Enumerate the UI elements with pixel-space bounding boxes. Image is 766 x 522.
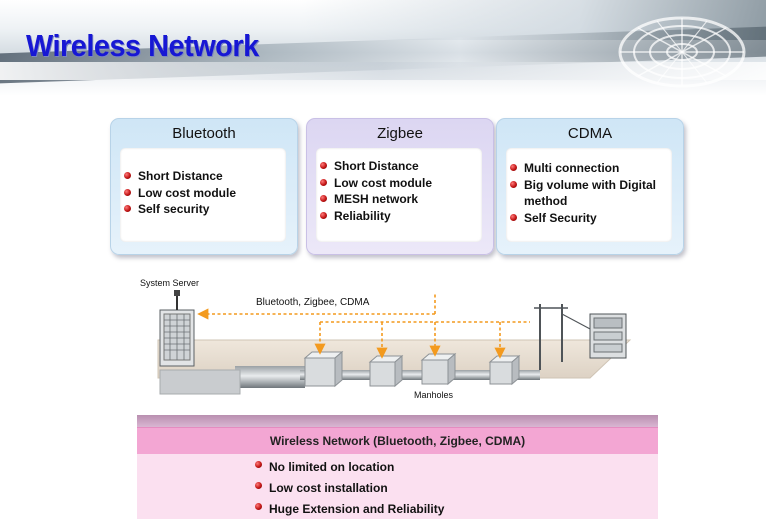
zigbee-title: Zigbee: [377, 125, 423, 142]
zigbee-box: Zigbee Short Distance Low cost module ME…: [306, 118, 494, 255]
manholes-label: Manholes: [414, 390, 454, 400]
feature-item: Big volume with Digital method: [506, 177, 672, 210]
bluetooth-features-panel: Short Distance Low cost module Self secu…: [120, 148, 286, 242]
control-panel-icon: [589, 313, 627, 359]
underground-pipe: [300, 370, 540, 380]
header-banner: Wireless Network: [0, 0, 766, 96]
server-icon: [159, 290, 195, 367]
feature-item: Multi connection: [506, 160, 672, 177]
underground-pipe: [235, 366, 305, 388]
summary-body: No limited on location Low cost installa…: [137, 454, 658, 519]
feature-item: Short Distance: [316, 158, 482, 175]
cdma-feature-list: Multi connection Big volume with Digital…: [506, 160, 672, 226]
feature-item: Low cost module: [120, 185, 286, 202]
manhole-3-icon: [420, 352, 457, 386]
feature-item: MESH network: [316, 191, 482, 208]
summary-header: Wireless Network (Bluetooth, Zigbee, CDM…: [137, 427, 658, 455]
manhole-2-icon: [368, 354, 404, 388]
summary-list: No limited on location Low cost installa…: [251, 457, 444, 520]
cdma-box: CDMA Multi connection Big volume with Di…: [496, 118, 684, 255]
utility-pole-icon: [534, 304, 593, 370]
pipe-base: [159, 369, 241, 395]
summary-panel: Wireless Network (Bluetooth, Zigbee, CDM…: [137, 415, 658, 519]
feature-item: Reliability: [316, 208, 482, 225]
wireless-links: [197, 294, 530, 359]
feature-item: Self security: [120, 201, 286, 218]
server-label: System Server: [140, 278, 199, 288]
manhole-4-icon: [488, 354, 521, 386]
bluetooth-feature-list: Short Distance Low cost module Self secu…: [120, 168, 286, 218]
feature-item: Short Distance: [120, 168, 286, 185]
feature-item: Self Security: [506, 210, 672, 227]
summary-item: Low cost installation: [251, 478, 444, 499]
summary-item: No limited on location: [251, 457, 444, 478]
page-title: Wireless Network: [26, 28, 259, 63]
zigbee-feature-list: Short Distance Low cost module MESH netw…: [316, 158, 482, 224]
bluetooth-box: Bluetooth Short Distance Low cost module…: [110, 118, 298, 255]
bluetooth-title: Bluetooth: [172, 125, 236, 142]
feature-item: Low cost module: [316, 175, 482, 192]
manhole-1-icon: [303, 350, 344, 388]
zigbee-features-panel: Short Distance Low cost module MESH netw…: [316, 148, 482, 242]
link-label: Bluetooth, Zigbee, CDMA: [256, 297, 370, 308]
network-diagram: System Server: [140, 278, 632, 400]
wheel-graphic-icon: [618, 16, 746, 88]
cdma-features-panel: Multi connection Big volume with Digital…: [506, 148, 672, 242]
cdma-title: CDMA: [567, 125, 613, 142]
summary-heading: Wireless Network (Bluetooth, Zigbee, CDM…: [269, 434, 526, 448]
summary-item: Huge Extension and Reliability: [251, 499, 444, 520]
